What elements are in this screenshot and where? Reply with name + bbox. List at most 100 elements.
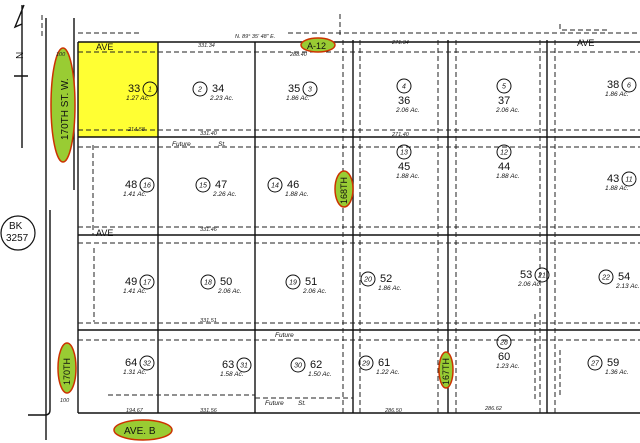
parcel-number: 49 [125,276,137,288]
street-label-167th[interactable]: 167TH [438,351,454,389]
parcel-acreage: 1.88 Ac. [605,185,629,192]
parcel-map-number: 32 [143,361,151,368]
parcel-number: 38 [607,79,619,91]
svg-text:170TH ST. W.: 170TH ST. W. [60,78,71,140]
parcel-number: 33 [128,83,140,95]
parcel-number: 45 [398,161,410,173]
parcel-map-number: 11 [625,177,632,184]
parcel-map-number: 22 [601,275,610,282]
future-street-label: St. [298,400,306,407]
parcel-number: 54 [618,271,630,283]
parcel-number: 59 [607,357,619,369]
parcel-54[interactable]: 22 542.13 Ac. [598,269,640,290]
parcel-acreage: 2.26 Ac. [212,191,237,198]
parcel-acreage: 2.06 Ac. [302,288,327,295]
street-label-168th[interactable]: 168TH [334,170,354,208]
parcel-circle [396,78,412,94]
parcel-acreage: 1.41 Ac. [123,191,147,198]
parcel-acreage: 1.27 Ac. [126,95,150,102]
highlighted-parcel-33[interactable] [78,42,158,137]
future-street-label: Future [275,332,294,339]
dimension-label: 100 [60,398,70,404]
parcel-map-number: 12 [500,150,508,157]
parcel-map-number: 6 [627,83,631,90]
ave-label: AVE [96,42,113,52]
parcel-acreage: 1.88 Ac. [285,191,309,198]
street-label-a12[interactable]: A-12 [300,37,336,53]
svg-text:331.46: 331.46 [200,227,218,233]
svg-text:167TH: 167TH [441,358,451,385]
street-label-170th[interactable]: 170TH [57,342,77,394]
parcel-acreage: 1.41 Ac. [123,288,147,295]
parcel-map-number: 19 [289,280,297,287]
parcel-number: 46 [287,179,299,191]
parcel-number: 53 [520,269,532,281]
parcel-circle [290,357,306,373]
parcel-map-number: 14 [271,183,279,190]
parcel-number: 34 [212,83,224,95]
street-label-170th-st-w[interactable]: 170TH ST. W. [50,47,76,163]
parcel-circle [587,355,603,371]
parcel-acreage: 1.88 Ac. [496,173,520,180]
future-street-label: Future [265,400,284,407]
parcel-map-number: 27 [590,361,600,368]
parcel-acreage: 2.06 Ac. [495,107,520,114]
street-label-ave-b[interactable]: AVE. B [113,419,173,441]
parcel-33[interactable]: 1 331.27 Ac. [126,81,158,102]
north-arrow-icon: N [13,4,28,148]
parcel-number: 60 [498,351,510,363]
parcel-acreage: 2.06 Ac. [395,107,420,114]
parcel-circle [621,171,637,187]
parcel-acreage: 1.50 Ac. [308,371,332,378]
parcel-circle [496,334,512,350]
parcel-map-number: 18 [204,280,212,287]
svg-text:A-12: A-12 [307,41,326,51]
svg-text:286.62: 286.62 [484,406,502,412]
parcel-map-number: 5 [502,84,506,91]
svg-text:331.56: 331.56 [200,408,218,414]
parcel-circle [139,274,155,290]
parcel-circle [302,81,318,97]
parcel-map-number: 15 [199,183,207,190]
bearing-label: N. 89° 35' 48" E. [235,34,275,40]
parcel-acreage: 2.13 Ac. [615,283,640,290]
parcel-acreage: 1.86 Ac. [378,285,402,292]
parcel-circle [496,144,512,160]
svg-text:168TH: 168TH [339,177,349,204]
parcel-circle [142,81,158,97]
svg-text:331.51: 331.51 [200,318,217,324]
svg-text:286.50: 286.50 [384,408,403,414]
parcel-circle [192,81,208,97]
parcel-map-number: 29 [361,361,370,368]
parcel-map-number: 28 [499,340,508,347]
parcel-46[interactable]: 14 461.88 Ac. [267,177,309,198]
parcel-number: 62 [310,359,322,371]
parcel-map-number: 1 [148,87,152,94]
road-edge-lower [28,210,51,416]
svg-text:3257: 3257 [6,233,29,244]
parcel-acreage: 1.31 Ac. [123,369,147,376]
parcel-circle [267,177,283,193]
parcel-number: 61 [378,357,390,369]
